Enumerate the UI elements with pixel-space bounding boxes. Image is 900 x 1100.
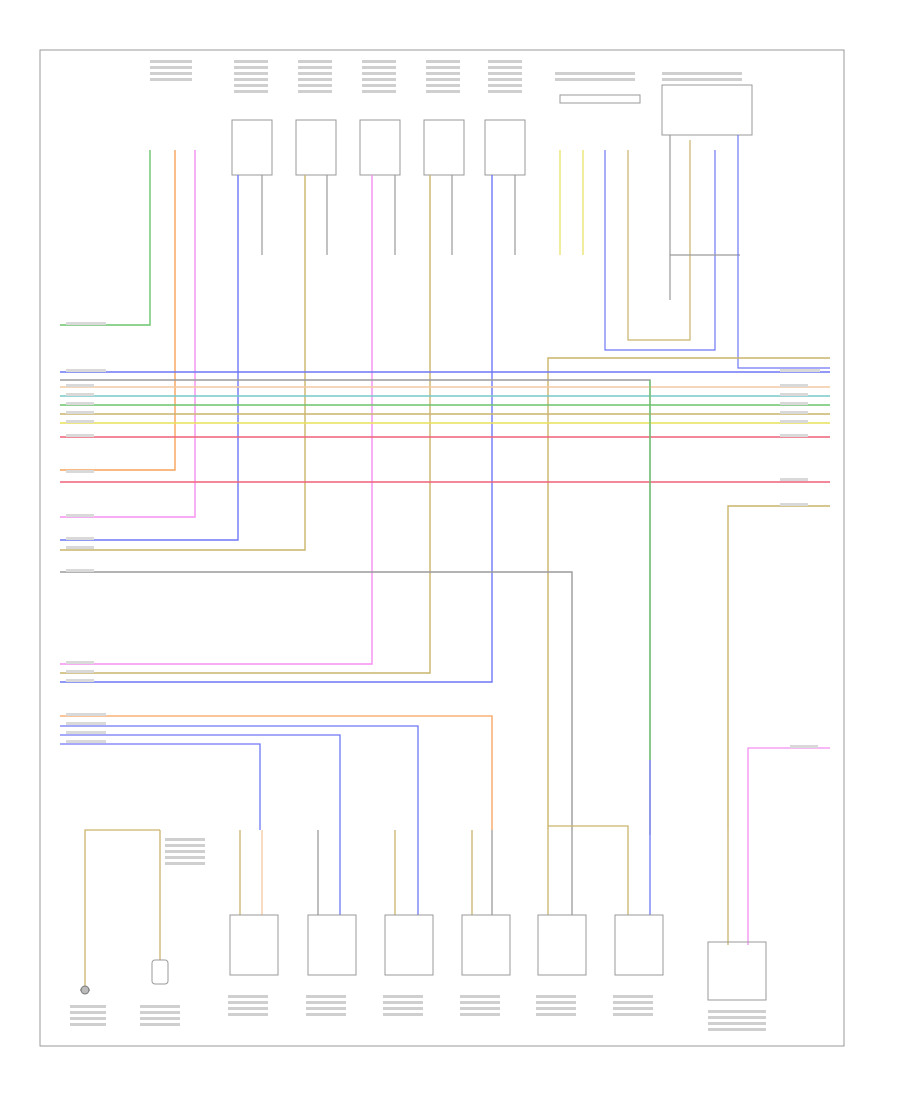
component-box <box>359 119 401 176</box>
bus-tan-3 <box>727 505 830 830</box>
top-vertical-wires <box>60 150 493 683</box>
wire-tan <box>60 175 306 551</box>
bottom-illegible-labels <box>70 838 766 1031</box>
component-box <box>461 914 511 976</box>
component-box <box>231 119 273 176</box>
drop-wires <box>261 150 584 255</box>
illegible-labels <box>150 60 742 93</box>
component-box <box>614 914 664 976</box>
component-box <box>384 914 434 976</box>
bus-tan <box>547 357 830 830</box>
wire-blue <box>60 175 239 541</box>
component-box <box>307 914 357 976</box>
component-box <box>559 94 641 104</box>
bus-lines <box>60 357 830 835</box>
top-components <box>231 84 753 176</box>
bus-illegible-labels <box>66 322 820 748</box>
wire-blue-2 <box>60 175 493 683</box>
lower-component-wires <box>239 760 749 945</box>
component-box <box>707 941 767 1001</box>
sensor-icon <box>151 959 169 985</box>
ground-icon <box>80 985 90 995</box>
wire-orange <box>60 150 176 471</box>
bus-gray <box>60 379 651 835</box>
wire-green <box>60 150 151 326</box>
page-frame <box>39 49 845 1047</box>
component-box <box>484 119 526 176</box>
wire-pink <box>60 150 196 518</box>
bus-gray-2 <box>60 571 573 830</box>
right-cluster-wires <box>604 135 830 369</box>
component-box <box>295 119 337 176</box>
component-box <box>423 119 465 176</box>
wire-tan-2 <box>60 175 431 674</box>
component-box <box>229 914 279 976</box>
wire-pink-2 <box>60 175 373 665</box>
bottom-components <box>151 914 767 1001</box>
component-box <box>537 914 587 976</box>
component-box <box>661 84 753 136</box>
